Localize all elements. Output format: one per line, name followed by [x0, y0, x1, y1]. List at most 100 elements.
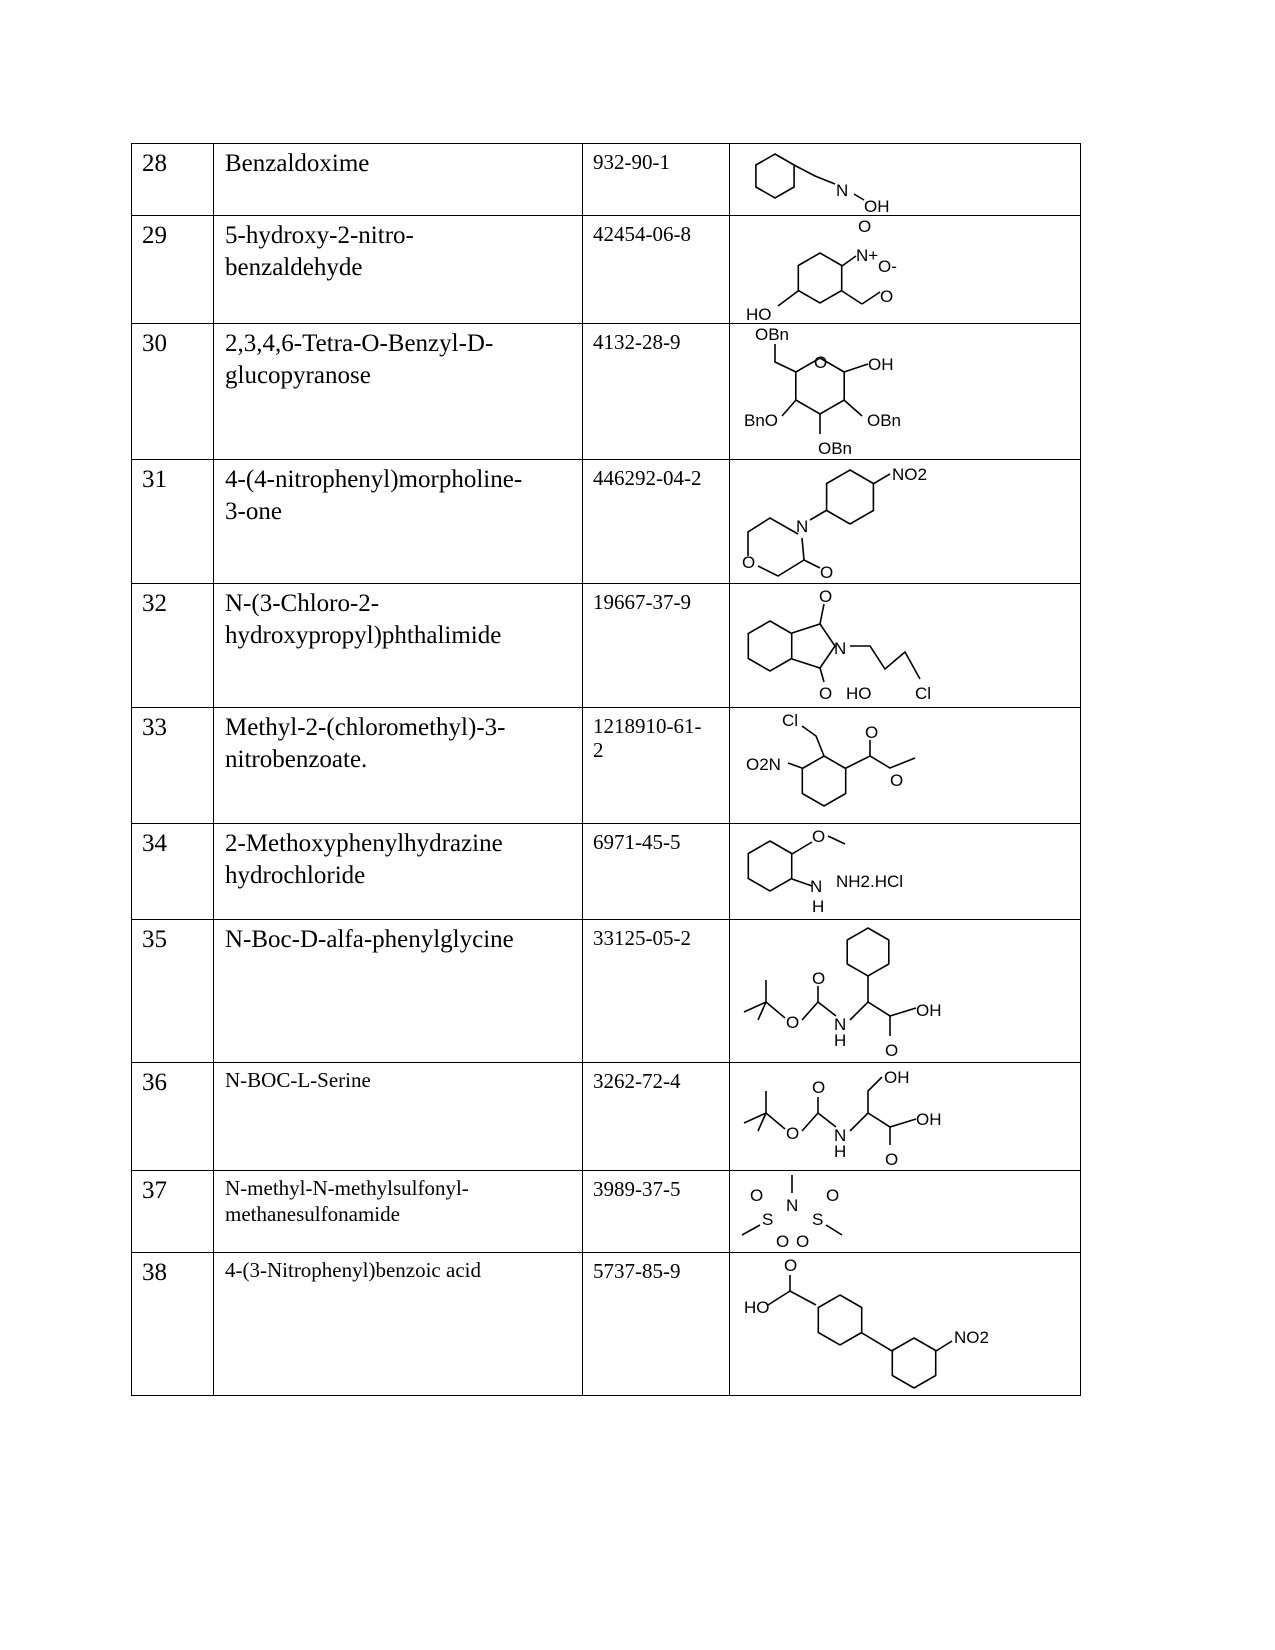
atom-label: O [865, 723, 878, 742]
compound-name: 5-hydroxy-2-nitro-benzaldehyde [213, 215, 583, 324]
row-number: 30 [131, 323, 214, 460]
atom-label: HO [746, 305, 772, 322]
row-number: 28 [131, 143, 214, 216]
cas-number: 3262-72-4 [582, 1062, 730, 1171]
row-number: 35 [131, 919, 214, 1063]
ring [755, 153, 795, 199]
compound-name: N-(3-Chloro-2-hydroxypropyl)phthalimide [213, 583, 583, 708]
atom-label: HO [846, 684, 872, 703]
atom-label: OH [868, 355, 894, 374]
bond [845, 755, 916, 769]
compound-name: Methyl-2-(chloromethyl)-3-nitrobenzoate. [213, 707, 583, 824]
atom-label: Cl [782, 711, 798, 730]
bond [849, 1000, 917, 1021]
compound-name: 4-(3-Nitrophenyl)benzoic acid [213, 1252, 583, 1396]
atom-label: OH [884, 1068, 910, 1087]
bond [757, 1112, 767, 1132]
atom-label: H [834, 1031, 846, 1050]
structure-nitrophenylmorpholinone: NO2 N O O [742, 465, 927, 582]
ring [797, 252, 843, 304]
structure-cell: Cl O2N O O [729, 707, 1081, 824]
chemical-table: 28 Benzaldoxime 932-90-1 N OH 29 5-hydro… [131, 143, 1081, 1396]
atom-label: O- [878, 257, 897, 276]
bond [791, 841, 813, 855]
cas-number: 5737-85-9 [582, 1252, 730, 1396]
atom-label: OBn [755, 325, 789, 344]
bond [781, 399, 797, 417]
atom-label: O2N [746, 755, 781, 774]
atom-label: S [812, 1210, 823, 1229]
structure-boc-phenylglycine: O O N H OH O [743, 927, 942, 1060]
atom-label: S [762, 1210, 773, 1229]
structure-glucopyranose: OBn O OH BnO OBn OBn [744, 325, 901, 458]
table-row: 32 N-(3-Chloro-2-hydroxypropyl)phthalimi… [131, 583, 1081, 708]
structure-cell: HO N+ O O- O [729, 215, 1081, 324]
structure-methoxyphenylhydrazine: O N NH2.HCl H [747, 827, 903, 916]
compound-name: 2,3,4,6-Tetra-O-Benzyl-D-glucopyranose [213, 323, 583, 460]
table-row: 35 N-Boc-D-alfa-phenylglycine 33125-05-2… [131, 919, 1081, 1063]
cas-number: 3989-37-5 [582, 1170, 730, 1253]
atom-label: O [880, 287, 893, 306]
bond [872, 473, 891, 485]
bond [853, 193, 865, 201]
ring [825, 469, 875, 525]
bond [741, 1224, 761, 1236]
atom-label: BnO [744, 411, 778, 430]
atom-label: O [814, 353, 827, 372]
structure-cell: O S N S O O O [729, 1170, 1081, 1253]
atom-label: NO2 [892, 465, 927, 484]
cas-number: 446292-04-2 [582, 459, 730, 584]
ring [801, 755, 847, 807]
ring [747, 620, 793, 672]
bond [827, 835, 846, 845]
table-row: 36 N-BOC-L-Serine 3262-72-4 OH O O N H O… [131, 1062, 1081, 1171]
ring [891, 1337, 937, 1389]
structure-cell: O O N H OH O [729, 919, 1081, 1063]
compound-name: N-Boc-D-alfa-phenylglycine [213, 919, 583, 1063]
bond [819, 603, 825, 625]
atom-label: OH [864, 197, 890, 214]
atom-label: OH [916, 1001, 942, 1020]
table-row: 38 4-(3-Nitrophenyl)benzoic acid 5737-85… [131, 1252, 1081, 1396]
atom-label: O [784, 1256, 797, 1275]
atom-label: N [834, 639, 846, 658]
bond [801, 1000, 837, 1021]
structure-cell: OBn O OH BnO OBn OBn [729, 323, 1081, 460]
structure-boc-serine: OH O O N H OH O [743, 1068, 942, 1169]
atom-label: O [885, 1150, 898, 1169]
bond [850, 645, 921, 680]
atom-label: O [750, 1186, 763, 1205]
structure-cell: O N O HO Cl [729, 583, 1081, 708]
row-number: 37 [131, 1170, 214, 1253]
cas-number: 4132-28-9 [582, 323, 730, 460]
row-number: 33 [131, 707, 214, 824]
bond [801, 1111, 837, 1132]
bond [843, 363, 869, 373]
cas-number: 1218910-61-2 [582, 707, 730, 824]
bond [861, 1332, 893, 1352]
atom-label: OBn [818, 439, 852, 458]
cas-number: 19667-37-9 [582, 583, 730, 708]
atom-label: OBn [867, 411, 901, 430]
atom-label: N [834, 1015, 846, 1034]
ring [747, 840, 793, 892]
atom-label: Cl [915, 684, 931, 703]
atom-label: O [858, 217, 871, 236]
atom-label: N [786, 1196, 798, 1215]
structure-cell: O HO NO2 [729, 1252, 1081, 1396]
bond [791, 623, 836, 669]
atom-label: N [836, 181, 848, 200]
structure-cell: NO2 N O O [729, 459, 1081, 584]
bond [791, 878, 813, 887]
compound-name: N-methyl-N-methylsulfonyl-methanesulfona… [213, 1170, 583, 1253]
structure-hydroxynitrobenzaldehyde: HO N+ O O- O [746, 217, 897, 322]
atom-label: O [742, 553, 755, 572]
cas-number: 6971-45-5 [582, 823, 730, 920]
ring [817, 1294, 863, 1346]
atom-label: O [786, 1013, 799, 1032]
atom-label: OH [916, 1110, 942, 1129]
table-row: 28 Benzaldoxime 932-90-1 N OH [131, 143, 1081, 216]
atom-label: O [812, 969, 825, 988]
